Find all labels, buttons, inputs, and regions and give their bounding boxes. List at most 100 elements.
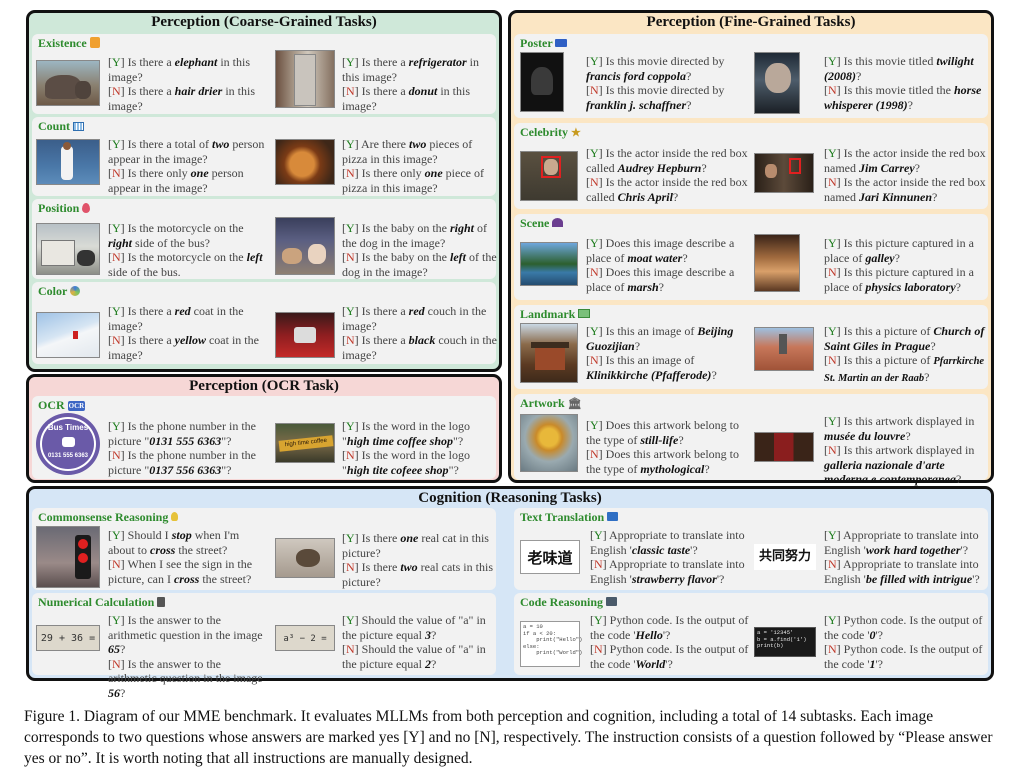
position-section: Position [Y] Is the motorcycle on the ri… bbox=[32, 199, 497, 279]
coffee-logo-image: high time coffee bbox=[275, 423, 335, 463]
translate-icon bbox=[607, 512, 619, 521]
existence-qa-2: [Y] Is there a refrigerator in this imag… bbox=[342, 55, 479, 113]
coarse-panel: Perception (Coarse-Grained Tasks) Existe… bbox=[26, 10, 502, 372]
code-qa-1: [Y] Python code. Is the output of the co… bbox=[590, 613, 749, 671]
code-image-1: a = 10 if a < 20: print("Hello") else: p… bbox=[520, 621, 582, 667]
phone-icon bbox=[62, 437, 75, 447]
chinese-text-image-1: 老味道 bbox=[520, 540, 580, 574]
artwork-qa-1: [Y] Does this artwork belong to the type… bbox=[586, 418, 739, 476]
poster-qa-1: [Y] Is this movie directed by francis fo… bbox=[586, 54, 725, 112]
ocr-panel-title: Perception (OCR Task) bbox=[189, 378, 339, 394]
numerical-title: Numerical Calculation bbox=[38, 595, 166, 610]
commonsense-title: Commonsense Reasoning bbox=[38, 510, 179, 525]
figure-caption: Figure 1. Diagram of our MME benchmark. … bbox=[24, 708, 993, 767]
position-qa-1: [Y] Is the motorcycle on the right side … bbox=[108, 221, 263, 279]
ocr-badge-icon: OCR bbox=[67, 401, 86, 411]
celebrity-title: Celebrity ★ bbox=[520, 125, 581, 139]
moat-image bbox=[520, 242, 578, 286]
galley-image bbox=[754, 234, 800, 292]
landmark-qa-1: [Y] Is this an image of Beijing Guozijia… bbox=[586, 324, 734, 382]
pizza-image bbox=[275, 139, 335, 185]
cognition-panel: Cognition (Reasoning Tasks) Commonsense … bbox=[26, 486, 994, 700]
landmark-qa-2: [Y] Is this a picture of Church of Saint… bbox=[824, 324, 985, 384]
museum-icon: 🏛 bbox=[567, 398, 582, 410]
artwork-title: Artwork 🏛 bbox=[520, 396, 582, 410]
palette-icon bbox=[70, 286, 81, 296]
fine-panel-title: Perception (Fine-Grained Tasks) bbox=[646, 14, 856, 30]
map-icon bbox=[578, 309, 591, 318]
audrey-image bbox=[520, 151, 578, 201]
ocr-qa-2: [Y] Is the word in the logo "high time c… bbox=[342, 419, 470, 477]
beijing-image bbox=[520, 323, 578, 383]
sunflowers-image bbox=[520, 414, 578, 472]
code-section: Code Reasoning a = 10 if a < 20: print("… bbox=[514, 593, 988, 675]
count-qa-2: [Y] Are there two pieces of pizza in thi… bbox=[342, 137, 484, 195]
celebrity-qa-2: [Y] Is the actor inside the red box name… bbox=[824, 146, 986, 204]
triptych-image bbox=[754, 432, 814, 462]
elephant-image bbox=[36, 60, 100, 106]
tennis-image bbox=[36, 139, 100, 185]
refrigerator-image bbox=[275, 50, 335, 108]
celebrity-qa-1: [Y] Is the actor inside the red box call… bbox=[586, 146, 748, 204]
ocr-qa-1: [Y] Is the phone number in the picture "… bbox=[108, 419, 256, 477]
color-section: Color [Y] Is there a red coat in the ima… bbox=[32, 282, 497, 364]
color-qa-1: [Y] Is there a red coat in the image? [N… bbox=[108, 304, 259, 362]
ocr-panel: Perception (OCR Task) OCR OCR Bus Times … bbox=[26, 374, 502, 483]
numerical-section: Numerical Calculation 29 + 36 = [Y] Is t… bbox=[32, 593, 496, 700]
count-title: Count bbox=[38, 119, 85, 134]
godfather-poster bbox=[520, 52, 564, 112]
position-title: Position bbox=[38, 201, 91, 216]
ocr-section: OCR OCR Bus Times 0131 555 6363 [Y] Is t… bbox=[32, 396, 496, 479]
numerical-qa-1: [Y] Is the answer to the arithmetic ques… bbox=[108, 613, 263, 700]
twilight-poster bbox=[754, 52, 800, 114]
cognition-panel-title: Cognition (Reasoning Tasks) bbox=[418, 490, 602, 506]
artwork-section: Artwork 🏛 [Y] Does this artwork belong t… bbox=[514, 394, 988, 486]
translation-title: Text Translation bbox=[520, 510, 619, 525]
bus-times-text: Bus Times bbox=[47, 423, 89, 432]
math-image-1: 29 + 36 = bbox=[36, 625, 100, 651]
translation-qa-1: [Y] Appropriate to translate into Englis… bbox=[590, 528, 745, 586]
count-icon bbox=[73, 122, 85, 131]
chinese-text-image-2: 共同努力 bbox=[754, 544, 816, 570]
numerical-qa-2: [Y] Should the value of "a" in the pictu… bbox=[342, 613, 486, 671]
ski-image bbox=[36, 312, 100, 358]
bus-motorcycle-image bbox=[36, 223, 100, 275]
translation-qa-2: [Y] Appropriate to translate into Englis… bbox=[824, 528, 980, 586]
coffee-logo-text: high time coffee bbox=[278, 435, 334, 452]
existence-section: Existence [Y] Is there a elephant in thi… bbox=[32, 34, 496, 114]
scene-qa-2: [Y] Is this picture captured in a place … bbox=[824, 236, 974, 294]
coarse-panel-title: Perception (Coarse-Grained Tasks) bbox=[151, 14, 377, 30]
prague-image bbox=[754, 327, 814, 371]
scene-title: Scene bbox=[520, 216, 564, 231]
position-qa-2: [Y] Is the baby on the right of the dog … bbox=[342, 221, 497, 279]
poster-section: Poster [Y] Is this movie directed by fra… bbox=[514, 34, 988, 118]
red-couch-image bbox=[275, 312, 335, 358]
traffic-light-image bbox=[36, 526, 100, 588]
commonsense-qa-1: [Y] Should I stop when I'm about to cros… bbox=[108, 528, 253, 586]
fine-panel: Perception (Fine-Grained Tasks) Poster [… bbox=[508, 10, 994, 486]
jim-carrey-image bbox=[754, 153, 814, 193]
cat-image bbox=[275, 538, 335, 578]
landmark-section: Landmark [Y] Is this an image of Beijing… bbox=[514, 305, 988, 389]
existence-title: Existence bbox=[38, 36, 100, 51]
count-section: Count [Y] Is there a total of two person… bbox=[32, 117, 496, 196]
artwork-qa-2: [Y] Is this artwork displayed in musée d… bbox=[824, 414, 975, 487]
calculator-icon bbox=[157, 597, 166, 607]
celebrity-section: Celebrity ★ [Y] Is the actor inside the … bbox=[514, 123, 988, 209]
bus-times-phone: 0131 555 6363 bbox=[47, 453, 89, 459]
scene-qa-1: [Y] Does this image describe a place of … bbox=[586, 236, 735, 294]
poster-title: Poster bbox=[520, 36, 568, 51]
scene-icon bbox=[552, 218, 564, 227]
commonsense-section: Commonsense Reasoning [Y] Should I stop … bbox=[32, 508, 496, 590]
code-qa-2: [Y] Python code. Is the output of the co… bbox=[824, 613, 983, 671]
landmark-title: Landmark bbox=[520, 307, 591, 322]
color-title: Color bbox=[38, 284, 81, 299]
math-image-2: a³ − 2 = 25 bbox=[275, 625, 335, 651]
poster-icon bbox=[555, 39, 568, 47]
commonsense-qa-2: [Y] Is there one real cat in this pictur… bbox=[342, 531, 493, 589]
baby-dog-image bbox=[275, 217, 335, 275]
existence-icon bbox=[89, 37, 100, 48]
color-qa-2: [Y] Is there a red couch in the image? [… bbox=[342, 304, 497, 362]
code-image-2: a = '12345' b = a.find('1') print(b) bbox=[754, 627, 816, 657]
bus-times-image: Bus Times 0131 555 6363 bbox=[36, 413, 100, 475]
